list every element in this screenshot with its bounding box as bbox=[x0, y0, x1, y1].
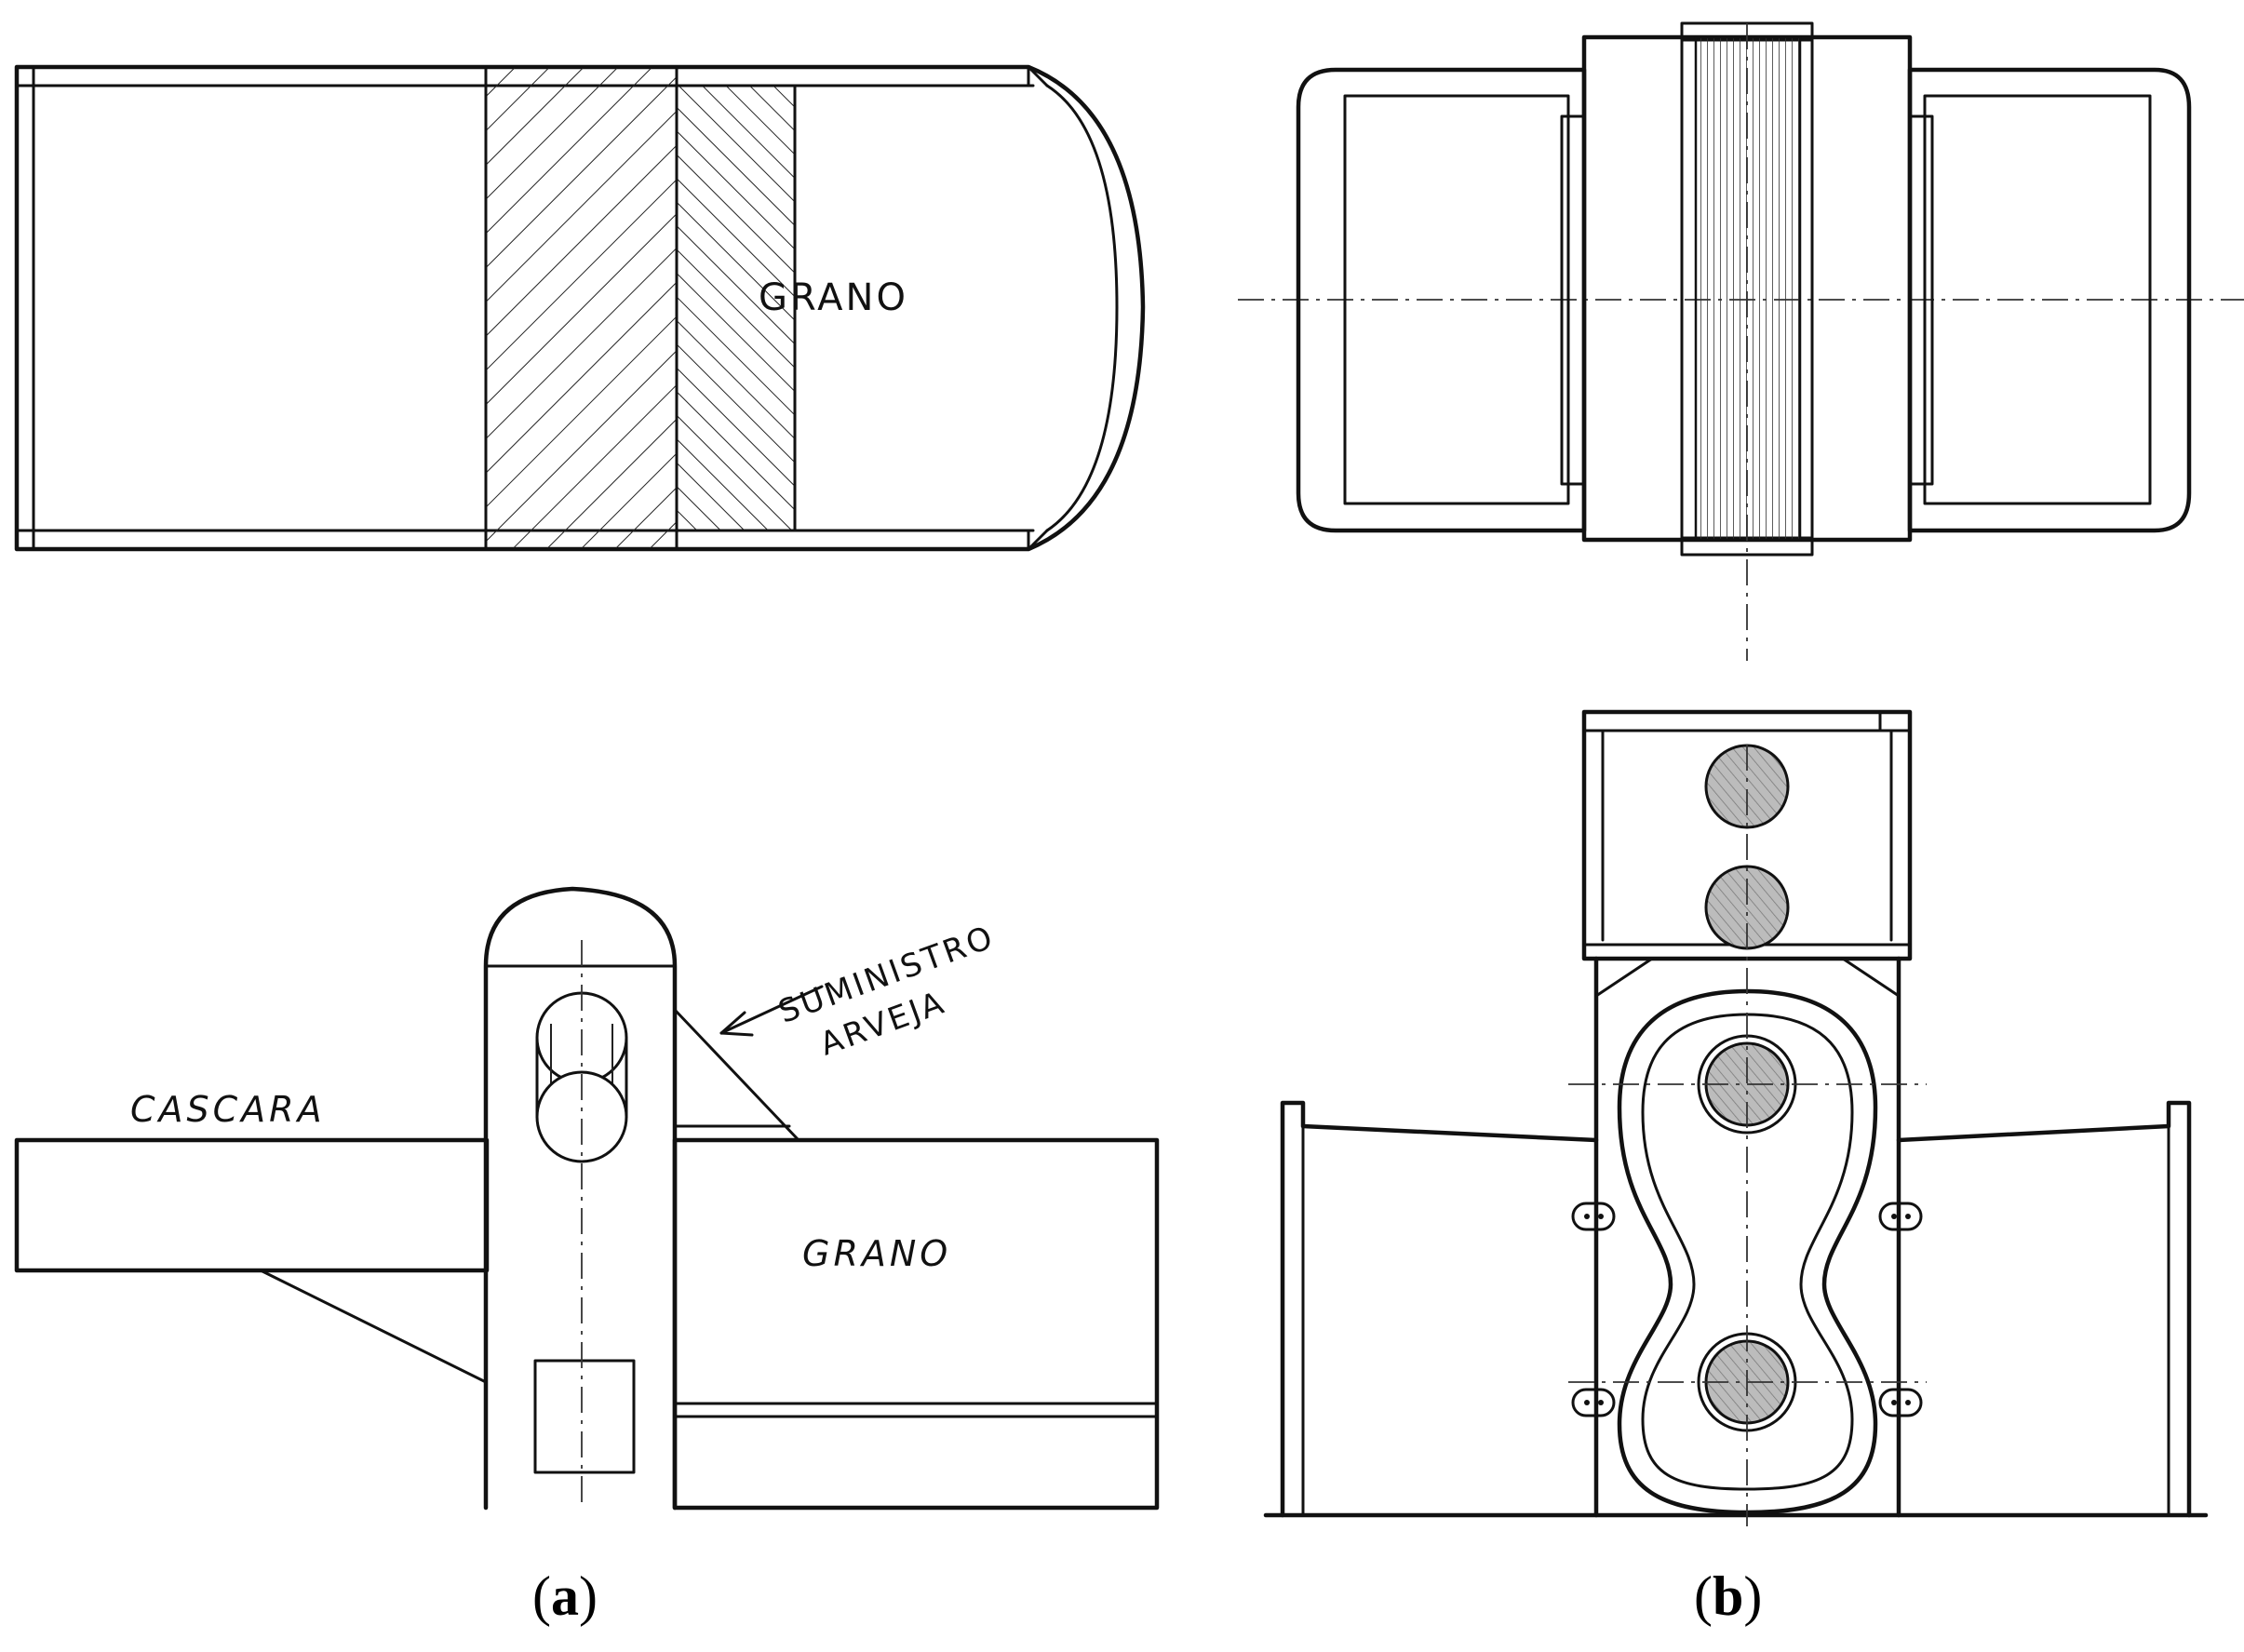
left-tray bbox=[1280, 1100, 1599, 1518]
right-housing bbox=[1907, 67, 2192, 533]
side-plate-inner bbox=[1641, 1013, 1854, 1491]
base-block bbox=[533, 1359, 636, 1474]
right-tray bbox=[1896, 1100, 2192, 1518]
hatched-band-1 bbox=[484, 65, 679, 551]
hatched-band-2 bbox=[675, 84, 797, 532]
panel-b-front-view bbox=[1263, 709, 2209, 1526]
caption-a: (a) bbox=[532, 1565, 598, 1627]
top-view-outline bbox=[14, 64, 1146, 552]
roller-band bbox=[1694, 35, 1802, 542]
caption-b: (b) bbox=[1694, 1565, 1762, 1627]
feed-hopper bbox=[673, 1008, 800, 1142]
mounting-slots bbox=[1571, 1202, 1923, 1417]
husk-outlet bbox=[14, 1137, 490, 1273]
panel-a-side-view: SUMINISTRO ARVEJA CASCARA GRANO bbox=[14, 886, 1160, 1511]
panel-b-top-view bbox=[1238, 21, 2244, 661]
grain-outlet bbox=[672, 1137, 1160, 1511]
label-grano-top: GRANO bbox=[759, 276, 908, 319]
roller-lower bbox=[535, 1070, 628, 1163]
left-housing bbox=[1296, 67, 1587, 533]
label-grano-side: GRANO bbox=[802, 1233, 951, 1274]
central-tower bbox=[483, 886, 678, 1511]
label-cascara: CASCARA bbox=[130, 1089, 326, 1130]
supply-arrow bbox=[719, 985, 824, 1035]
frame-body bbox=[1593, 956, 1901, 1518]
panel-a-top-view: GRANO bbox=[14, 64, 1146, 552]
